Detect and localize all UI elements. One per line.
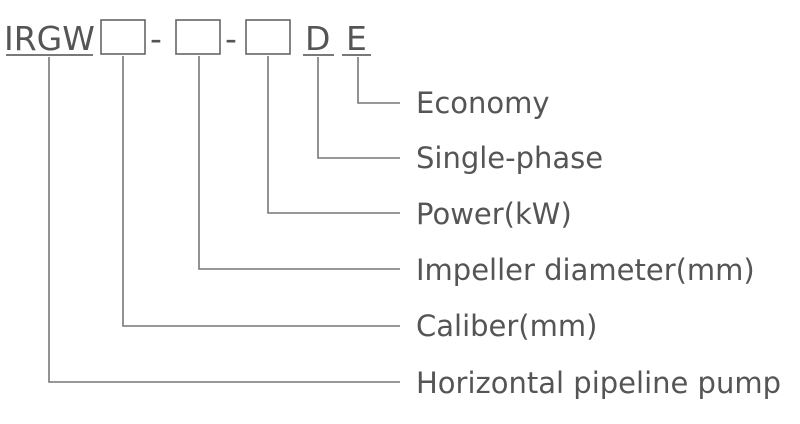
code-suffix-economy: E [346, 19, 367, 58]
model-code-row: IRGW - - D E [4, 19, 371, 58]
legend-label-single-phase: Single-phase [416, 141, 603, 175]
legend-label-horizontal-pipeline-pump: Horizontal pipeline pump [416, 366, 781, 400]
leader-line-horizontal-pipeline-pump [48, 57, 400, 383]
code-separator-2: - [225, 19, 237, 58]
legend-label-caliber: Caliber(mm) [416, 309, 597, 343]
leader-line-single-phase [317, 57, 400, 159]
leader-line-caliber [122, 56, 400, 327]
leader-line-impeller-diameter [198, 56, 400, 270]
leader-lines [48, 56, 400, 383]
leader-line-power [267, 56, 400, 214]
legend-label-impeller-diameter: Impeller diameter(mm) [416, 253, 755, 287]
code-suffix-single-phase: D [305, 19, 330, 58]
code-box-impeller [175, 19, 221, 55]
code-prefix: IRGW [4, 19, 95, 58]
code-box-power [245, 19, 291, 55]
legend-label-power: Power(kW) [416, 197, 572, 231]
code-box-caliber [100, 19, 146, 55]
legend-labels: Economy Single-phase Power(kW) Impeller … [416, 86, 781, 400]
legend-label-economy: Economy [416, 86, 550, 120]
leader-line-economy [357, 57, 400, 104]
code-separator-1: - [150, 19, 162, 58]
